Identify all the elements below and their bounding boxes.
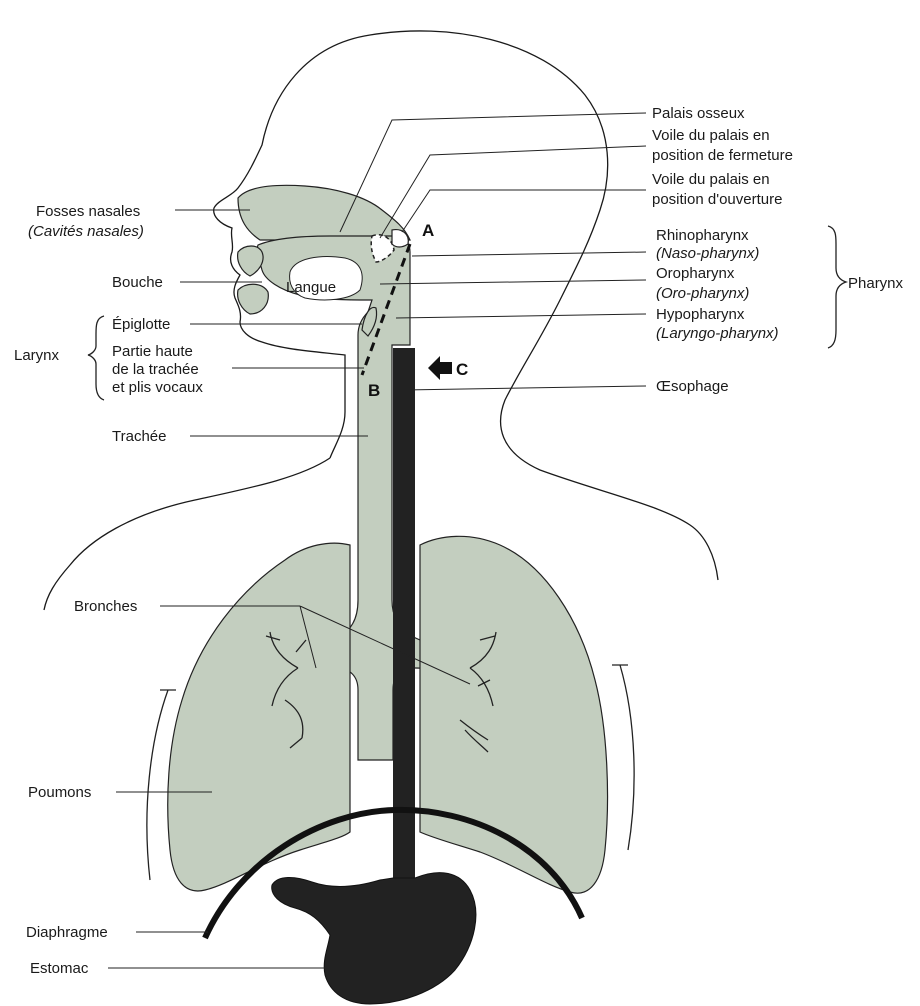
label-voile-fermeture-2: position de fermeture <box>652 147 793 164</box>
label-epiglotte: Épiglotte <box>112 316 170 333</box>
esophagus <box>393 348 415 878</box>
label-oro-pharynx: (Oro-pharynx) <box>656 285 749 302</box>
label-cavites-nasales: (Cavités nasales) <box>28 223 144 240</box>
label-estomac: Estomac <box>30 960 89 977</box>
label-point-b: B <box>368 381 380 400</box>
pharynx-bracket <box>828 226 846 348</box>
label-oesophage: Œsophage <box>656 378 729 395</box>
arrow-right-icon <box>428 356 452 380</box>
label-point-a: A <box>422 221 434 240</box>
label-trachee: Trachée <box>112 428 166 445</box>
label-partie-haute-3: et plis vocaux <box>112 379 203 396</box>
leader-voile-ouverture <box>402 190 646 232</box>
leader-rhinopharynx <box>412 252 646 256</box>
label-voile-ouverture-1: Voile du palais en <box>652 171 770 188</box>
label-naso-pharynx: (Naso-pharynx) <box>656 245 759 262</box>
larynx-bracket <box>88 316 104 400</box>
leader-hypopharynx <box>396 314 646 318</box>
lower-lip <box>238 284 269 314</box>
label-rhinopharynx: Rhinopharynx <box>656 227 749 244</box>
left-lung <box>168 543 350 891</box>
upper-lip <box>238 246 263 276</box>
label-partie-haute-2: de la trachée <box>112 361 199 378</box>
label-diaphragme: Diaphragme <box>26 924 108 941</box>
label-laryngo-pharynx: (Laryngo-pharynx) <box>656 325 779 342</box>
label-oropharynx: Oropharynx <box>656 265 735 282</box>
label-point-c: C <box>456 360 468 379</box>
label-fosses-nasales: Fosses nasales <box>36 203 140 220</box>
label-poumons: Poumons <box>28 784 91 801</box>
label-bronches: Bronches <box>74 598 137 615</box>
label-larynx: Larynx <box>14 347 60 364</box>
label-voile-ouverture-2: position d'ouverture <box>652 191 782 208</box>
leader-oesophage <box>404 386 646 390</box>
label-voile-fermeture-1: Voile du palais en <box>652 127 770 144</box>
stomach <box>272 873 476 1004</box>
label-partie-haute-1: Partie haute <box>112 343 193 360</box>
label-langue: Langue <box>286 279 336 296</box>
leader-oropharynx <box>380 280 646 284</box>
label-bouche: Bouche <box>112 274 163 291</box>
label-hypopharynx: Hypopharynx <box>656 306 745 323</box>
label-pharynx: Pharynx <box>848 275 904 292</box>
right-lung-bracket <box>612 665 634 850</box>
label-palais-osseux: Palais osseux <box>652 105 745 122</box>
leader-voile-fermeture <box>380 146 646 238</box>
